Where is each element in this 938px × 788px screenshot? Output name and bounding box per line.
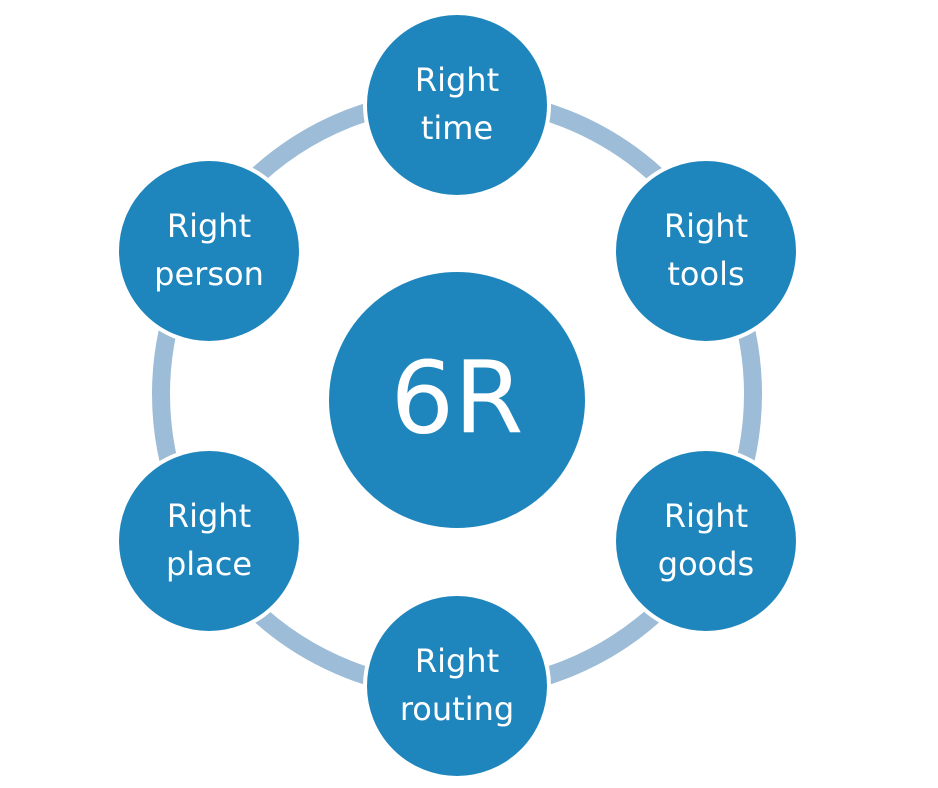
- node-right-routing-circle: [363, 592, 551, 780]
- node-right-tools-circle: [612, 157, 800, 345]
- node-right-goods-line2: goods: [658, 545, 754, 583]
- node-right-goods-circle: [612, 447, 800, 635]
- node-right-tools-line2: tools: [667, 255, 744, 293]
- node-right-place-line2: place: [166, 545, 252, 583]
- node-right-goods-line1: Right: [664, 497, 748, 535]
- center-hub-label: 6R: [390, 339, 523, 456]
- node-right-routing-line1: Right: [415, 642, 499, 680]
- node-right-place: Right place: [115, 447, 303, 635]
- node-right-place-circle: [115, 447, 303, 635]
- node-right-time-circle: [363, 11, 551, 199]
- node-right-time-line1: Right: [415, 61, 499, 99]
- node-right-tools: Right tools: [612, 157, 800, 345]
- node-right-routing: Right routing: [363, 592, 551, 780]
- node-right-routing-line2: routing: [400, 690, 514, 728]
- center-hub: 6R: [325, 268, 589, 532]
- node-right-place-line1: Right: [167, 497, 251, 535]
- node-right-time: Right time: [363, 11, 551, 199]
- node-right-tools-line1: Right: [664, 207, 748, 245]
- node-right-person-line1: Right: [167, 207, 251, 245]
- node-right-person: Right person: [115, 157, 303, 345]
- center-hub-circle: [325, 268, 589, 532]
- node-right-time-line2: time: [421, 109, 493, 147]
- node-right-person-circle: [115, 157, 303, 345]
- node-right-person-line2: person: [154, 255, 264, 293]
- node-right-goods: Right goods: [612, 447, 800, 635]
